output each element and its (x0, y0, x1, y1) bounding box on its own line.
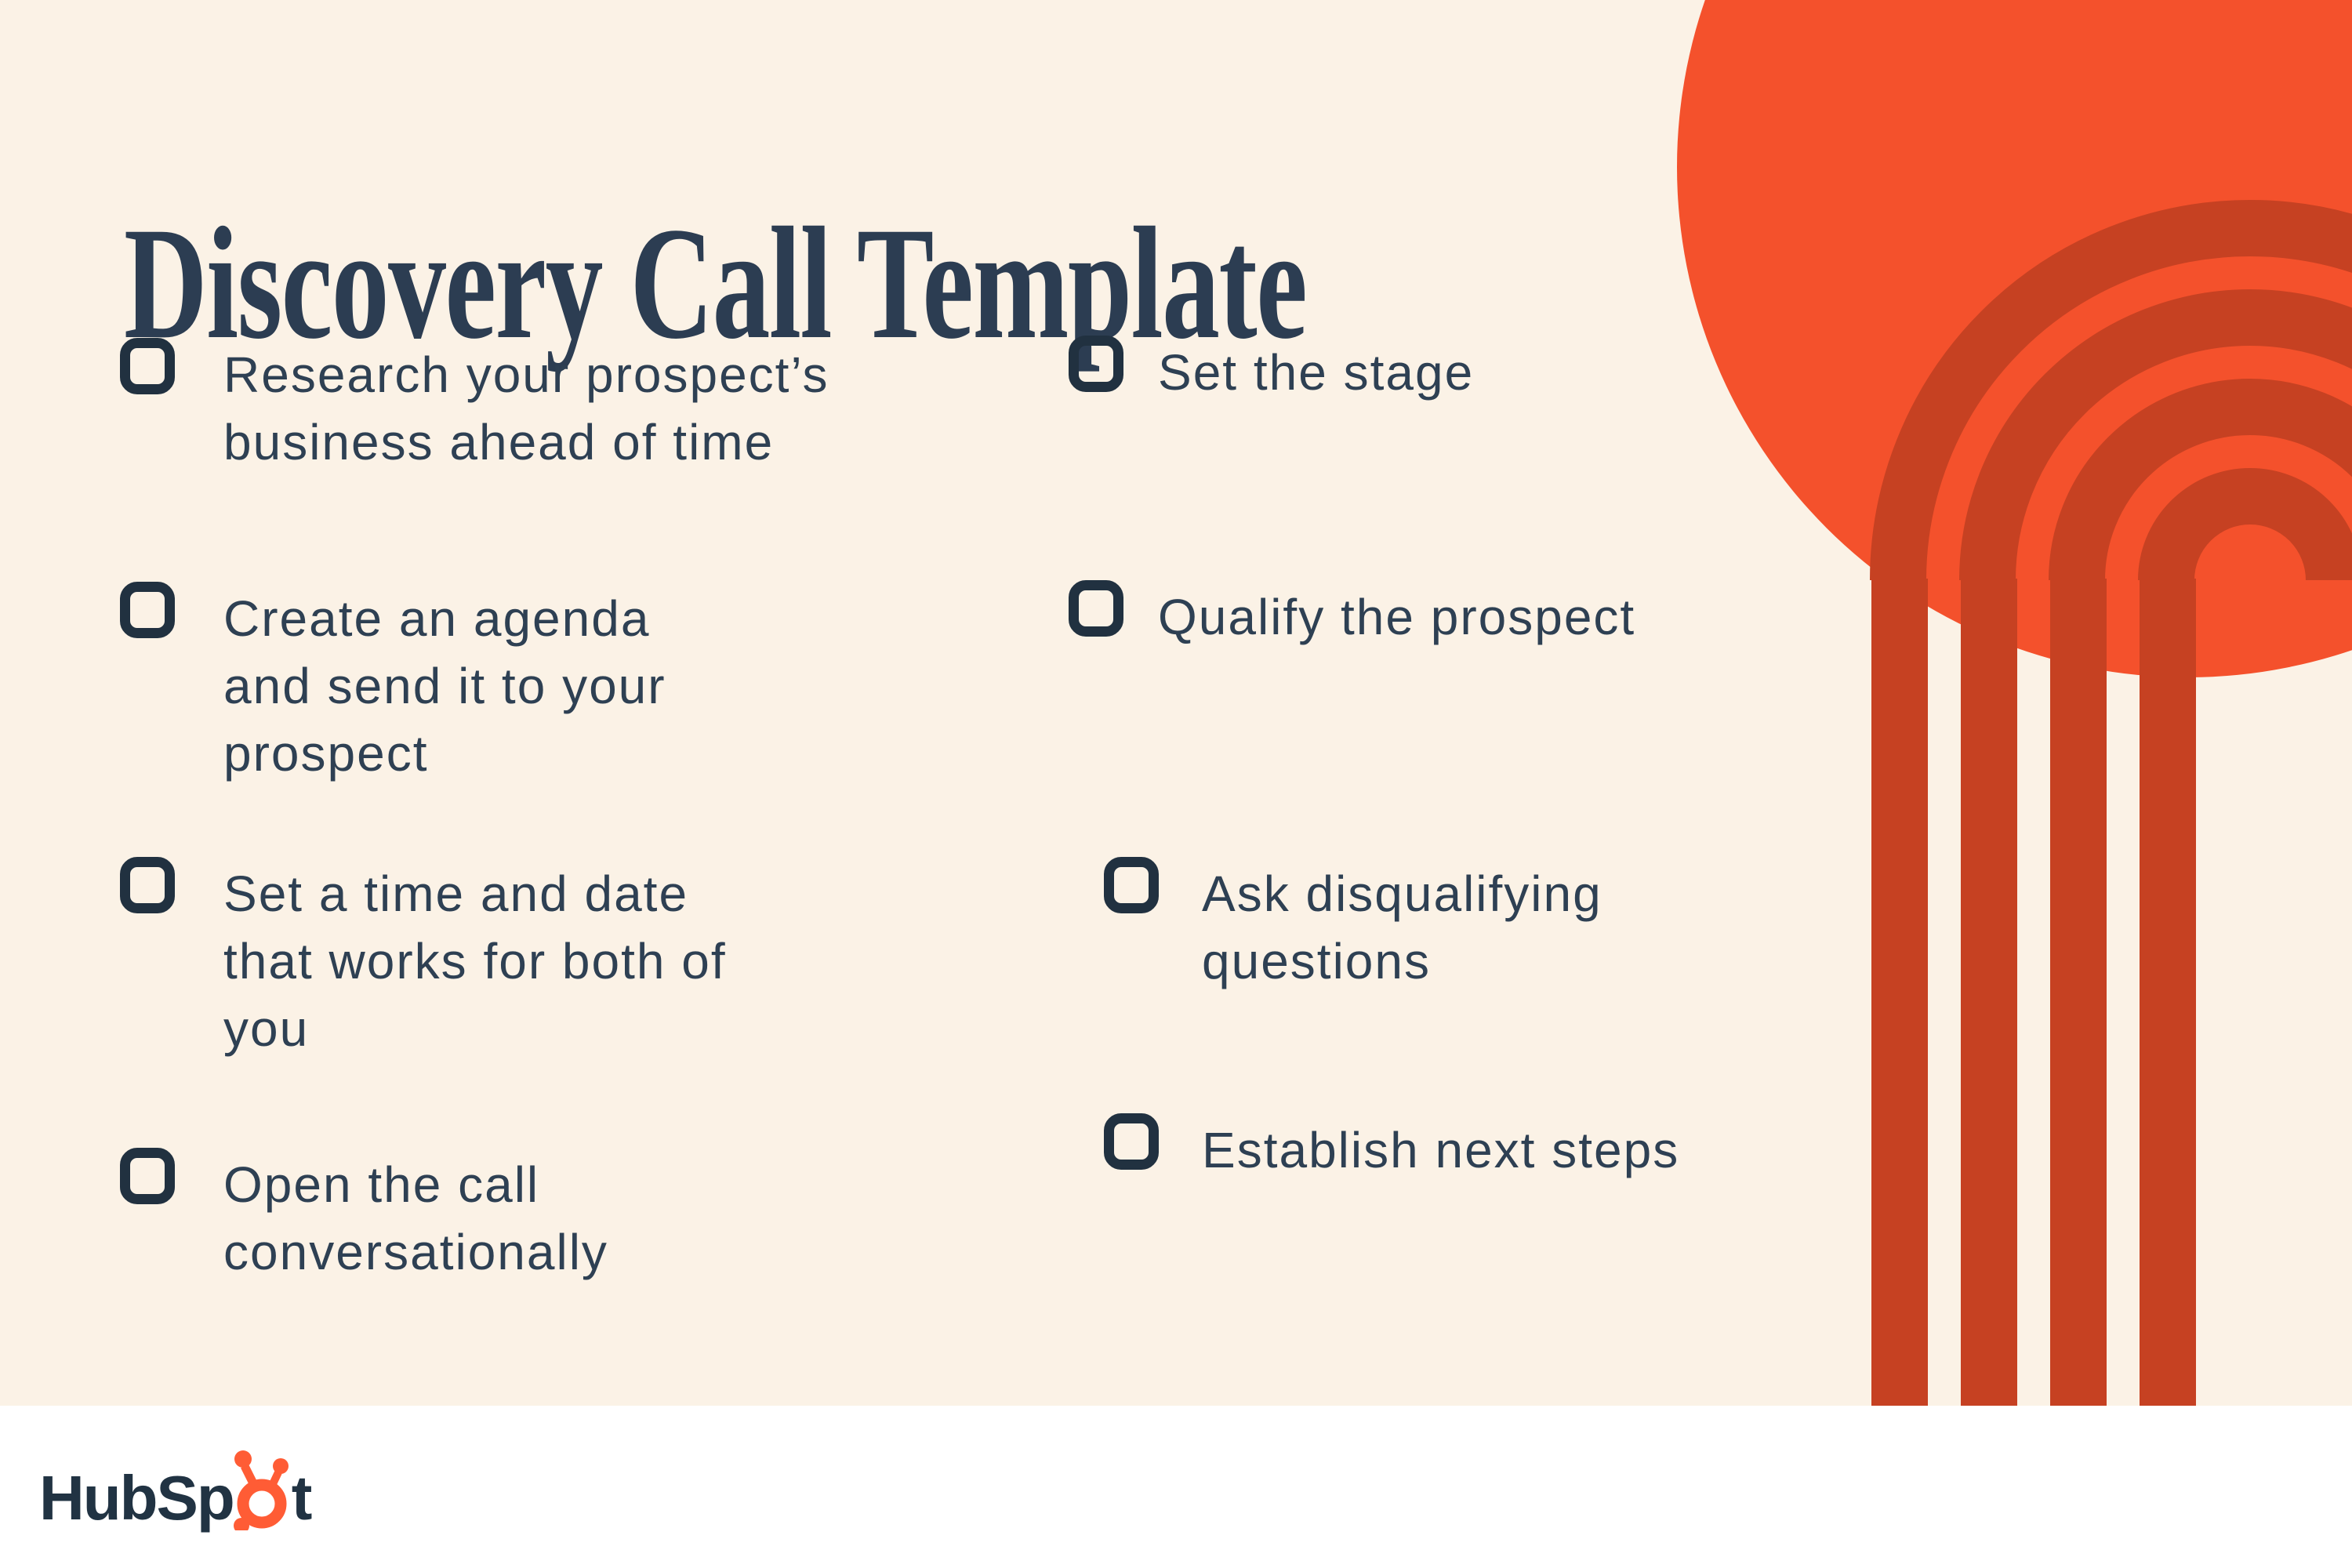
checkbox-open-call[interactable] (120, 1148, 175, 1204)
checklist-item-label: Research your prospect’s business ahead … (223, 341, 829, 476)
checklist-item-label: Set a time and date that works for both … (223, 860, 727, 1062)
checklist-line: questions (1202, 933, 1431, 989)
arch-stripe (1871, 579, 1928, 1407)
arch-arcs (1803, 200, 2352, 580)
checkbox-next-steps[interactable] (1104, 1113, 1159, 1170)
checklist-item-label: Qualify the prospect (1158, 583, 1635, 651)
checklist-item-label: Open the call conversationally (223, 1151, 608, 1286)
footer-band (0, 1406, 2352, 1568)
checkbox-qualify-prospect[interactable] (1069, 580, 1123, 637)
checklist-line: Establish next steps (1202, 1122, 1680, 1178)
hubspot-sprocket-icon (233, 1450, 289, 1530)
checklist-line: conversationally (223, 1224, 608, 1280)
checklist-line: business ahead of time (223, 414, 775, 470)
checklist-line: Qualify the prospect (1158, 589, 1636, 645)
checkbox-create-agenda[interactable] (120, 582, 175, 638)
checkbox-disqualifying-questions[interactable] (1104, 857, 1159, 913)
arch-stripe (1961, 579, 2017, 1407)
checklist-line: Research your prospect’s (223, 347, 829, 403)
arch-stripe (2050, 579, 2107, 1407)
checklist-line: and send it to your (223, 658, 666, 714)
hubspot-logo: HubSp t (39, 1449, 312, 1533)
checklist-line: Set a time and date (223, 866, 689, 922)
checklist-line: you (223, 1000, 310, 1057)
checklist-item-label: Establish next steps (1202, 1116, 1679, 1184)
checklist-line: Set the stage (1158, 344, 1475, 401)
checkbox-set-time-date[interactable] (120, 857, 175, 913)
checkbox-research-prospect[interactable] (120, 338, 175, 394)
checkbox-set-stage[interactable] (1069, 336, 1123, 392)
checklist-line: Create an agenda (223, 590, 651, 647)
checklist-line: Ask disqualifying (1202, 866, 1602, 922)
arch-stripe (2140, 579, 2196, 1407)
logo-text-right: t (291, 1463, 313, 1533)
checklist-line: that works for both of (223, 933, 727, 989)
checklist-line: prospect (223, 725, 429, 782)
checklist-item-label: Set the stage (1158, 339, 1474, 406)
checklist-item-label: Create an agenda and send it to your pro… (223, 585, 666, 787)
checklist-line: Open the call (223, 1156, 540, 1213)
checklist-item-label: Ask disqualifying questions (1202, 860, 1602, 995)
logo-text-left: HubSp (39, 1463, 235, 1533)
